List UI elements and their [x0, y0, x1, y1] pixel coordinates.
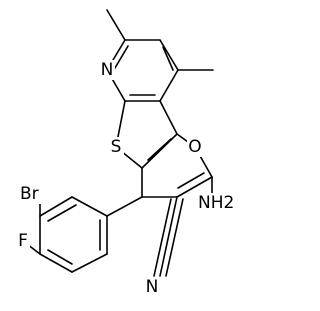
s-label-bg	[108, 137, 124, 157]
n-label-bg	[99, 60, 115, 80]
molecule-diagram: N S O Br F N NH2	[16, 9, 272, 297]
pyridine-nitrogen-label: N	[101, 60, 114, 80]
amino-group-label: NH2	[198, 193, 234, 213]
bond-c3-cn-3	[165, 198, 184, 277]
nitrile-n-label-bg	[144, 277, 160, 297]
bond-c-c-inner	[147, 138, 172, 161]
bond-c-c4a	[159, 100, 178, 135]
bond-ar4-ar5-inner	[47, 249, 73, 265]
f-label-bg	[16, 231, 30, 251]
o-label-bg	[187, 137, 203, 157]
fluorine-label: F	[18, 231, 28, 251]
bond-ar4-ar5	[39, 253, 73, 273]
bond-ar2-ar3	[39, 196, 73, 217]
bond-c3-cn-2	[153, 198, 172, 277]
br-label-bg	[18, 184, 42, 204]
sulfur-label: S	[111, 137, 122, 157]
bond-c3-cn	[159, 196, 178, 277]
bond-c4-aryl	[106, 196, 143, 217]
bond-c2-c3-inner	[177, 172, 205, 189]
bond-c3-c4	[159, 39, 179, 71]
bond-c3-c4-inner	[162, 46, 174, 71]
atom-label-layer: N S O Br F N NH2	[16, 60, 272, 297]
bond-ar1-ar2	[71, 196, 108, 217]
bond-ar5-ar6	[71, 253, 108, 273]
bond-c4-c4a	[159, 69, 179, 102]
structure-svg: N S O Br F N NH2	[16, 9, 272, 297]
bond-methyl-1	[106, 9, 126, 41]
bond-c2-c3	[176, 176, 213, 198]
nh2-label-bg	[196, 193, 272, 213]
nitrile-nitrogen-label: N	[146, 277, 159, 297]
oxygen-label: O	[188, 137, 201, 157]
bromine-label: Br	[20, 184, 39, 204]
bond-ar2-ar3-inner	[47, 204, 77, 222]
